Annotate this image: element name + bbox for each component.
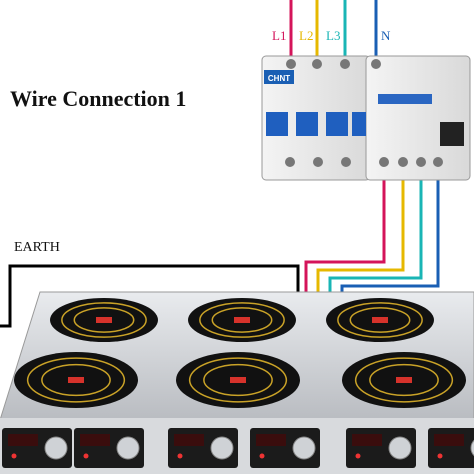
control-panel [2,428,72,468]
earth-wire [0,264,300,328]
control-panel [74,428,144,468]
breaker-handle[interactable] [326,112,348,136]
circuit-breaker: CHNT [261,55,471,181]
control-knob[interactable] [210,436,234,460]
burner [176,352,300,408]
burner-group [14,298,466,408]
output-wires [304,172,440,292]
control-knob[interactable] [470,437,474,459]
wire-label-l3: L3 [326,28,341,43]
wire-label-l1: L1 [272,28,287,43]
diagram-title: Wire Connection 1 [10,86,187,111]
brand-text: CHNT [268,74,290,83]
control-knob[interactable] [388,436,412,460]
control-panel [168,428,238,468]
brand-logo [264,70,294,84]
breaker-handle[interactable] [266,112,288,136]
control-panel [250,428,320,468]
wire-label-n: N [381,28,391,43]
control-panel [346,428,416,468]
control-knob[interactable] [116,436,140,460]
breaker-handle[interactable] [296,112,318,136]
control-knob[interactable] [44,436,68,460]
burner [14,352,138,408]
control-panel-group [2,428,474,468]
burner [326,298,434,342]
burner [50,298,158,342]
qr-code [440,122,464,146]
rcd-label [378,94,432,104]
burner [188,298,296,342]
earth-label: EARTH [14,240,60,255]
breaker-handle[interactable] [352,112,366,136]
supply-wires [289,0,378,62]
burner [342,352,466,408]
wire-label-l2: L2 [299,28,314,43]
control-panel [428,428,474,468]
control-knob[interactable] [292,436,316,460]
